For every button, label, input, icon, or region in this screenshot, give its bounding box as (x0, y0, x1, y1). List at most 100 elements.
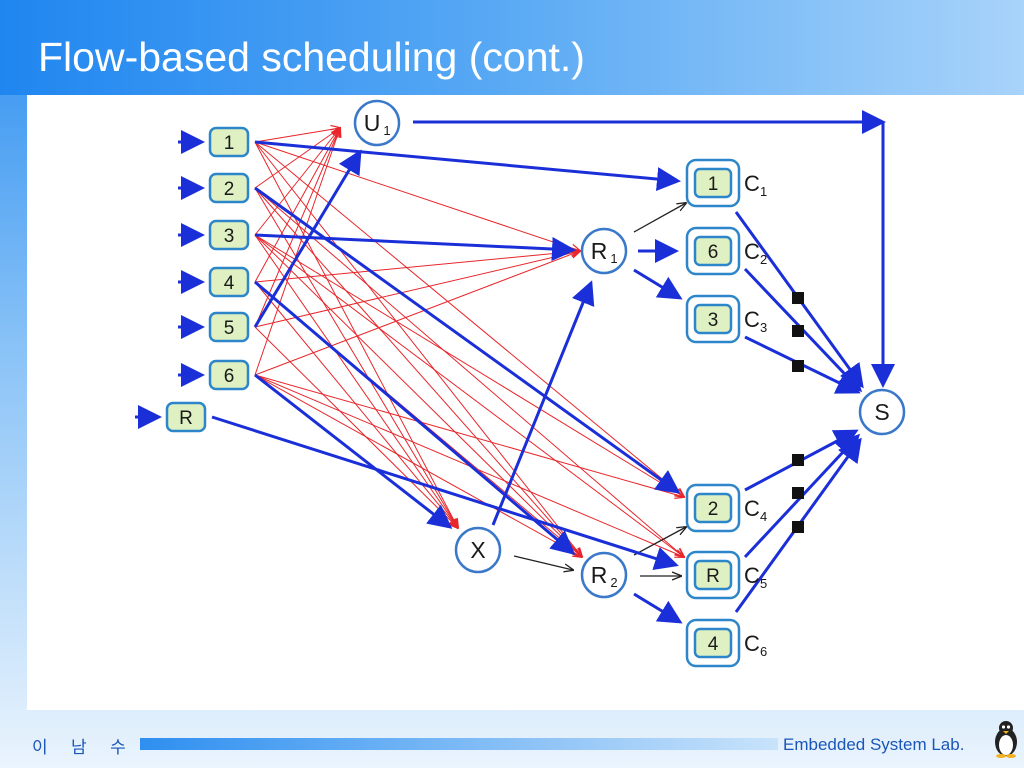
node-subscript: 1 (610, 251, 617, 266)
node-label: X (470, 537, 485, 563)
node-label: R (591, 238, 608, 264)
blue-edge (491, 280, 595, 526)
blue-edge (211, 415, 679, 571)
source-label: 2 (224, 179, 235, 200)
edge-marker (792, 325, 804, 337)
core-task-label: 6 (708, 242, 719, 263)
node-x: X (454, 526, 502, 574)
blue-edge (633, 268, 683, 300)
red-edge (254, 234, 458, 528)
red-edge (254, 281, 458, 528)
node-subscript: 2 (610, 575, 617, 590)
red-edge (254, 326, 458, 528)
source-node: 6 (208, 359, 250, 391)
red-edge (254, 374, 684, 497)
red-edge (254, 251, 580, 328)
blue-edge (253, 149, 362, 328)
black-edge (633, 203, 686, 233)
core-name-label: C (744, 239, 760, 264)
red-edge (254, 128, 340, 189)
red-edge (254, 187, 458, 528)
footer-progress-bar (140, 738, 778, 750)
black-edges (513, 203, 686, 576)
source-label: 1 (224, 133, 235, 154)
red-edge (254, 234, 684, 497)
red-edge (254, 128, 340, 143)
core-subscript: 4 (760, 509, 767, 524)
core-subscript: 1 (760, 184, 767, 199)
red-edge (254, 141, 684, 497)
edge-marker (792, 360, 804, 372)
core-subscript: 5 (760, 576, 767, 591)
red-edge (254, 141, 580, 251)
core-name-label: C (744, 496, 760, 521)
footer-author: 이 남 수 (32, 738, 135, 758)
core-task-label: 1 (708, 174, 719, 195)
edge-marker (792, 487, 804, 499)
source-node: 4 (208, 266, 250, 298)
slide-title: Flow-based scheduling (cont.) (38, 34, 585, 80)
core-name-label: C (744, 563, 760, 588)
red-edge (254, 187, 684, 557)
red-edge (254, 128, 340, 236)
black-edge (513, 555, 573, 570)
edge-marker (792, 292, 804, 304)
red-edge (254, 251, 580, 376)
edge-marker (792, 521, 804, 533)
node-label: S (874, 399, 889, 425)
red-edge (254, 234, 582, 557)
red-edge (254, 128, 340, 376)
node-label: R (591, 562, 608, 588)
source-node: 5 (208, 311, 250, 343)
penguin-logo-icon (995, 721, 1017, 758)
red-edge (254, 128, 340, 283)
blue-edge (254, 373, 453, 529)
source-node: 3 (208, 219, 250, 251)
source-label: R (179, 408, 193, 429)
core-subscript: 2 (760, 252, 767, 267)
red-edge (254, 234, 684, 557)
core-task-label: 3 (708, 310, 719, 331)
blue-edges (135, 110, 895, 624)
core-name-label: C (744, 171, 760, 196)
red-edge (254, 251, 580, 283)
header-bar (0, 0, 1024, 95)
node-label: U (364, 110, 381, 136)
footer-lab-name: Embedded System Lab. (783, 735, 965, 754)
red-edge (254, 374, 582, 557)
core-name-label: C (744, 631, 760, 656)
source-node: 1 (208, 126, 250, 158)
red-edges (254, 128, 684, 557)
core-task-label: R (706, 566, 720, 587)
core-subscript: 3 (760, 320, 767, 335)
source-node: 2 (208, 172, 250, 204)
blue-edge (254, 280, 576, 555)
source-node: R (165, 401, 207, 433)
core-subscript: 6 (760, 644, 767, 659)
source-label: 5 (224, 318, 235, 339)
source-label: 6 (224, 366, 235, 387)
node-subscript: 1 (383, 123, 390, 138)
core-name-label: C (744, 307, 760, 332)
blue-edge (633, 592, 683, 624)
core-task-label: 2 (708, 499, 719, 520)
core-task-label: 4 (708, 634, 719, 655)
black-edge (633, 527, 686, 556)
source-label: 3 (224, 226, 235, 247)
node-s: S (858, 388, 906, 436)
red-edge (254, 187, 582, 557)
red-edge (254, 141, 582, 557)
source-label: 4 (224, 273, 235, 294)
blue-edge (254, 140, 681, 192)
